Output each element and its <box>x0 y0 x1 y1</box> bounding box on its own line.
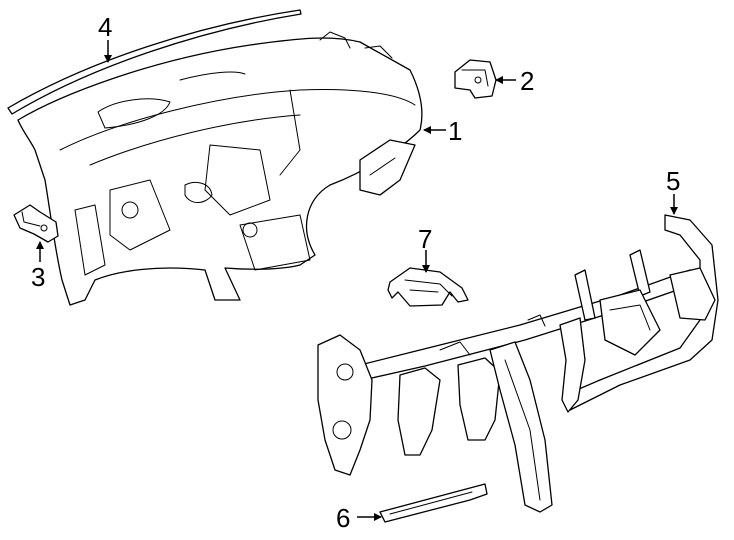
part-5-cross-car-beam <box>317 214 719 513</box>
callout-5: 5 <box>666 166 680 196</box>
part-6-lower-brace <box>379 483 488 523</box>
part-1-instrument-panel <box>17 31 423 306</box>
part-3-bracket <box>13 204 59 243</box>
callout-6: 6 <box>336 503 350 533</box>
callout-4: 4 <box>98 12 112 42</box>
callout-3: 3 <box>31 262 45 292</box>
part-2-bracket <box>454 59 497 99</box>
part-7-center-bracket <box>387 267 469 307</box>
callout-1: 1 <box>448 116 462 146</box>
callout-7: 7 <box>418 224 432 254</box>
callout-2: 2 <box>520 66 534 96</box>
part-4-molding-strip <box>7 9 302 115</box>
